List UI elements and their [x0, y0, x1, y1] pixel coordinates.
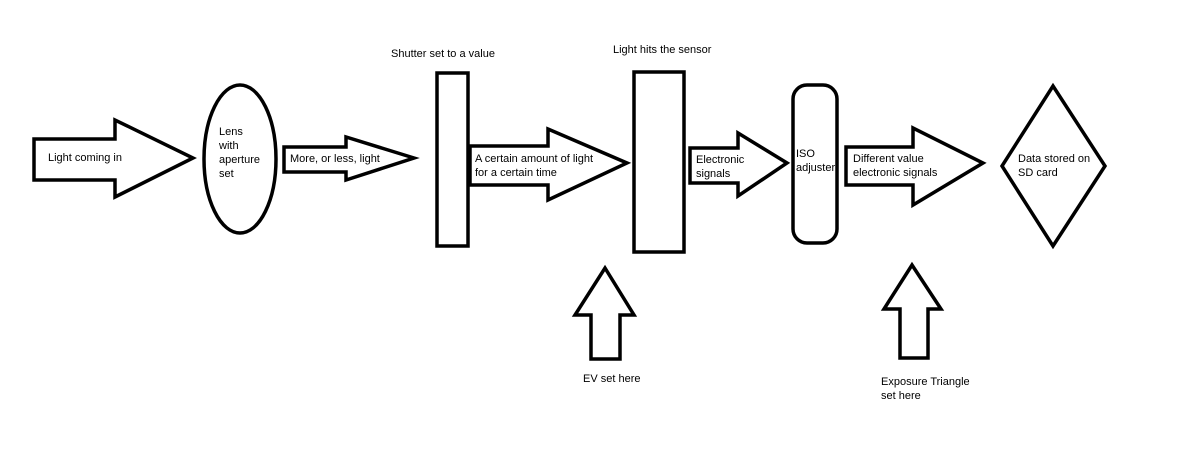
- label-lens: Lens with aperture set: [219, 125, 260, 181]
- arrow-electronic-signals: [688, 129, 791, 200]
- label-iso-line-2: adjuster: [796, 162, 836, 174]
- arrow-different-value: [844, 125, 987, 209]
- label-exposure-triangle: Exposure Triangle set here: [881, 375, 970, 403]
- label-shutter: Shutter set to a value: [391, 48, 495, 60]
- arrow-light-coming-in: [32, 117, 197, 200]
- shutter-rect: [435, 71, 470, 248]
- label-electronic-line-2: signals: [696, 168, 731, 180]
- label-data-stored-line-1: Data stored on: [1018, 153, 1091, 165]
- data-stored-diamond: [999, 82, 1108, 250]
- label-different-value-line-2: electronic signals: [853, 167, 938, 179]
- label-ev-set-here: EV set here: [583, 373, 641, 385]
- label-lens-line-4: set: [219, 168, 234, 180]
- arrow-more-less-light: [282, 134, 420, 183]
- label-iso-line-1: ISO: [796, 148, 815, 160]
- lens-ellipse: [202, 83, 278, 235]
- arrow-exposure-up: [880, 261, 945, 360]
- label-exposure-line-2: set here: [881, 390, 921, 402]
- arrow-certain-amount: [468, 126, 632, 203]
- label-lens-line-3: aperture: [219, 154, 260, 166]
- label-exposure-line-1: Exposure Triangle: [881, 376, 970, 388]
- label-different-value: Different value electronic signals: [853, 152, 937, 180]
- label-data-stored-line-2: SD card: [1018, 167, 1058, 179]
- label-lens-line-1: Lens: [219, 126, 243, 138]
- label-light-coming-in: Light coming in: [48, 152, 122, 164]
- sensor-rect: [632, 70, 686, 254]
- arrow-ev-up: [571, 264, 638, 361]
- label-iso-adjuster: ISO adjuster: [796, 147, 835, 175]
- iso-adjuster-rect: [791, 83, 839, 245]
- label-electronic-line-1: Electronic: [696, 154, 745, 166]
- label-certain-amount-line-2: for a certain time: [475, 167, 557, 179]
- label-more-less-light: More, or less, light: [290, 153, 380, 165]
- label-different-value-line-1: Different value: [853, 153, 924, 165]
- label-certain-amount-line-1: A certain amount of light: [475, 153, 594, 165]
- label-data-stored: Data stored on SD card: [1018, 152, 1090, 180]
- label-sensor: Light hits the sensor: [613, 44, 712, 56]
- label-electronic-signals: Electronic signals: [696, 153, 744, 181]
- label-certain-amount: A certain amount of light for a certain …: [475, 152, 593, 180]
- label-lens-line-2: with: [219, 140, 239, 152]
